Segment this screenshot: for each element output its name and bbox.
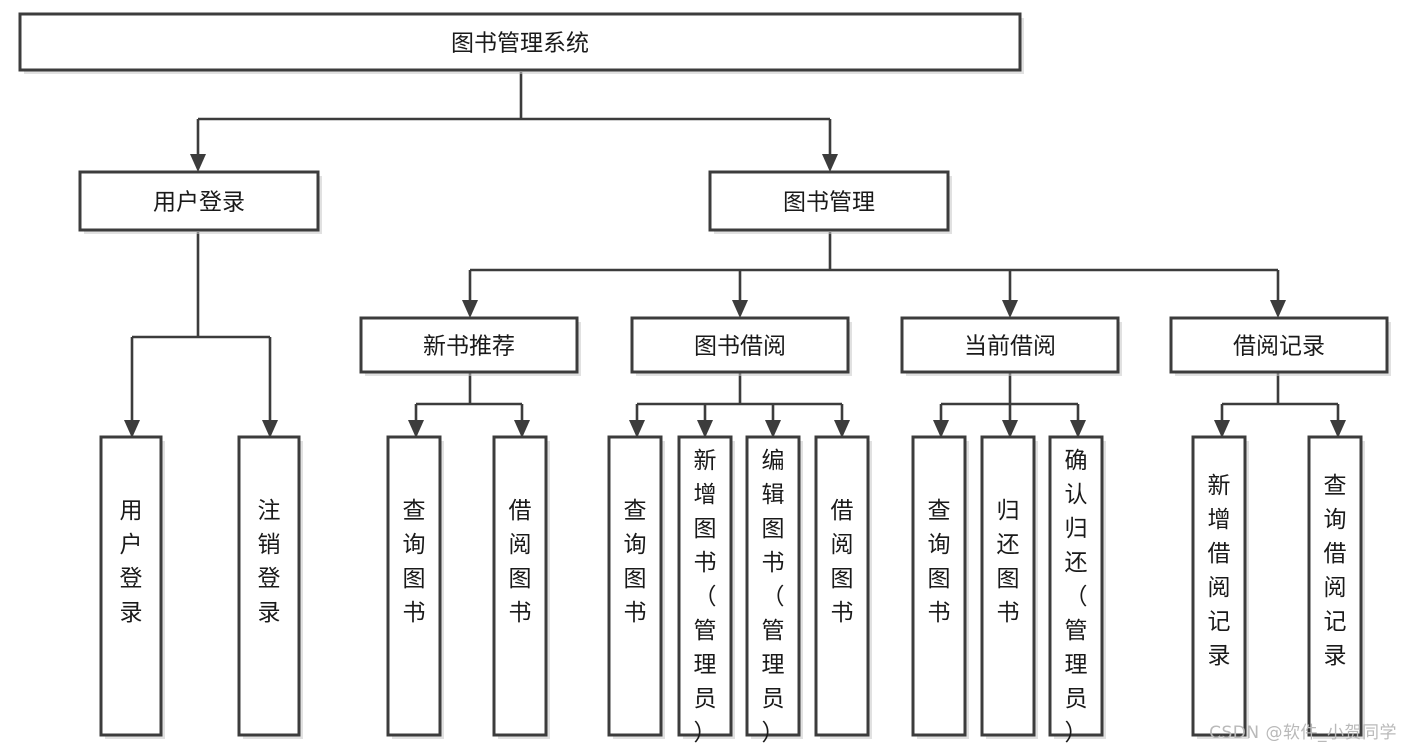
leaf-logout-box <box>237 435 301 737</box>
leaf-add-record-box <box>1191 435 1247 737</box>
current-borrow-label: 当前借阅 <box>964 334 1056 360</box>
leaf-query-book-1-label: 查询图书 <box>403 498 426 626</box>
leaf-user-login[interactable]: 用户登录 <box>99 435 165 739</box>
arrowhead-book-borrow <box>732 300 748 318</box>
arrowhead-leaf-query-record <box>1330 420 1346 438</box>
leaf-user-login-label: 用户登录 <box>120 498 143 626</box>
arrowhead-book-management <box>822 154 838 172</box>
arrowhead-leaf-edit-book <box>765 420 781 438</box>
arrowhead-leaf-borrow-book-1 <box>514 420 530 438</box>
node-book-management[interactable]: 图书管理 <box>708 170 952 234</box>
leaf-confirm-return[interactable]: 确认归还（管理员） <box>1048 435 1106 746</box>
leaf-query-record[interactable]: 查询借阅记录 <box>1307 435 1365 739</box>
root-label: 图书管理系统 <box>451 31 589 57</box>
arrowhead-leaf-query-book-3 <box>933 420 949 438</box>
arrowhead-leaf-confirm-return <box>1070 420 1086 438</box>
leaf-query-book-2[interactable]: 查询图书 <box>607 435 665 739</box>
arrowhead-current-borrow <box>1002 300 1018 318</box>
arrowhead-borrow-record <box>1270 300 1286 318</box>
leaf-borrow-book-1-label: 借阅图书 <box>509 498 532 626</box>
node-current-borrow[interactable]: 当前借阅 <box>900 316 1122 376</box>
leaf-add-book-label: 新增图书（管理员） <box>694 448 717 746</box>
arrowhead-leaf-logout <box>262 420 278 438</box>
arrowhead-leaf-add-book <box>697 420 713 438</box>
leaf-query-book-2-label: 查询图书 <box>624 498 647 626</box>
leaf-confirm-return-box <box>1048 435 1104 737</box>
leaf-logout-label: 注销登录 <box>258 498 281 626</box>
leaf-return-book-box <box>980 435 1036 737</box>
new-book-recommend-label: 新书推荐 <box>423 334 515 360</box>
leaf-add-record-label: 新增借阅记录 <box>1208 473 1231 669</box>
arrowhead-new-book-recommend <box>462 300 478 318</box>
arrowhead-leaf-query-book-1 <box>408 420 424 438</box>
root-box <box>18 12 1022 72</box>
user-login-box <box>78 170 320 232</box>
current-borrow-box <box>900 316 1120 374</box>
book-borrow-label: 图书借阅 <box>694 334 786 360</box>
arrowhead-leaf-borrow-book-2 <box>834 420 850 438</box>
node-new-book-recommend[interactable]: 新书推荐 <box>359 316 581 376</box>
leaf-query-record-box <box>1307 435 1363 737</box>
node-user-login[interactable]: 用户登录 <box>78 170 322 234</box>
arrowhead-leaf-add-record <box>1214 420 1230 438</box>
leaf-borrow-book-2-box <box>814 435 870 737</box>
leaf-borrow-book-2[interactable]: 借阅图书 <box>814 435 872 739</box>
node-root[interactable]: 图书管理系统 <box>18 12 1024 74</box>
leaf-edit-book-box <box>745 435 801 737</box>
leaf-add-book-box <box>677 435 733 737</box>
leaf-confirm-return-label: 确认归还（管理员） <box>1065 448 1088 746</box>
new-book-recommend-box <box>359 316 579 374</box>
leaf-query-book-3-box <box>911 435 967 737</box>
borrow-record-label: 借阅记录 <box>1233 334 1325 360</box>
leaf-return-book[interactable]: 归还图书 <box>980 435 1038 739</box>
node-book-borrow[interactable]: 图书借阅 <box>630 316 852 376</box>
leaf-borrow-book-2-label: 借阅图书 <box>831 498 854 626</box>
leaf-edit-book-label: 编辑图书（管理员） <box>762 448 785 746</box>
user-login-label: 用户登录 <box>153 190 245 216</box>
book-management-label: 图书管理 <box>783 190 875 216</box>
leaf-query-book-3[interactable]: 查询图书 <box>911 435 969 739</box>
arrowhead-leaf-query-book-2 <box>629 420 645 438</box>
book-borrow-box <box>630 316 850 374</box>
leaf-query-book-3-label: 查询图书 <box>928 498 951 626</box>
leaf-add-book[interactable]: 新增图书（管理员） <box>677 435 735 746</box>
leaf-borrow-book-1[interactable]: 借阅图书 <box>492 435 550 739</box>
arrowhead-leaf-user-login <box>124 420 140 438</box>
leaf-add-record[interactable]: 新增借阅记录 <box>1191 435 1249 739</box>
connector-layer <box>130 72 1340 421</box>
leaf-borrow-book-1-box <box>492 435 548 737</box>
leaf-user-login-box <box>99 435 163 737</box>
leaf-logout[interactable]: 注销登录 <box>237 435 303 739</box>
arrowhead-leaf-return-book <box>1002 420 1018 438</box>
borrow-record-box <box>1169 316 1389 374</box>
leaf-query-book-2-box <box>607 435 663 737</box>
arrowhead-user-login <box>190 154 206 172</box>
book-management-box <box>708 170 950 232</box>
leaf-return-book-label: 归还图书 <box>997 498 1020 626</box>
leaf-query-record-label: 查询借阅记录 <box>1324 473 1347 669</box>
leaf-query-book-1[interactable]: 查询图书 <box>386 435 444 739</box>
leaf-query-book-1-box <box>386 435 442 737</box>
node-borrow-record[interactable]: 借阅记录 <box>1169 316 1391 376</box>
leaf-edit-book[interactable]: 编辑图书（管理员） <box>745 435 803 746</box>
